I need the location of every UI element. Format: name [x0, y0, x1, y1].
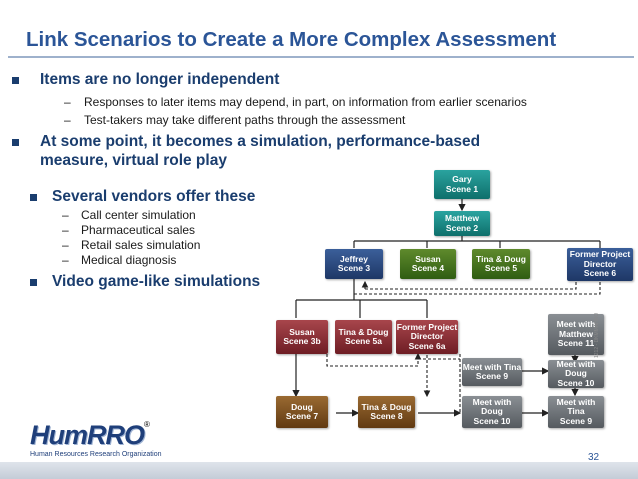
bullet-square-icon: [12, 77, 19, 84]
bullet-square-icon: [12, 139, 19, 146]
vendor-item: Call center simulation: [81, 208, 196, 222]
logo-wordmark: HumRRO: [30, 420, 145, 450]
sub-bullet-responses: Responses to later items may depend, in …: [84, 95, 527, 109]
dash-marker: –: [62, 238, 69, 252]
vendor-item: Medical diagnosis: [81, 253, 177, 267]
footer-bar: [0, 462, 638, 479]
vendor-item: Pharmaceutical sales: [81, 223, 196, 237]
sub-bullet-paths: Test-takers may take different paths thr…: [84, 113, 406, 127]
dash-marker: –: [62, 223, 69, 237]
bullet-vendors: Several vendors offer these: [52, 188, 256, 205]
bullet-simulation-line1: At some point, it becomes a simulation, …: [40, 133, 481, 150]
logo-subtitle: Human Resources Research Organization: [30, 451, 162, 458]
title-divider: [8, 56, 634, 58]
slide-title: Link Scenarios to Create a More Complex …: [26, 28, 557, 51]
vendor-item: Retail sales simulation: [81, 238, 201, 252]
bullet-simulation-line2: measure, virtual role play: [40, 152, 227, 169]
dash-marker: –: [62, 253, 69, 267]
logo-registered: ®: [144, 420, 150, 429]
dash-marker: –: [62, 208, 69, 222]
bullet-video-game: Video game-like simulations: [52, 273, 261, 290]
dash-marker: –: [64, 95, 71, 109]
bullet-square-icon: [30, 194, 37, 201]
page-number: 32: [588, 452, 600, 463]
dash-marker: –: [64, 113, 71, 127]
side-code: 1212 - DKMMAHRO: [594, 312, 600, 358]
humrro-logo: HumRRO® Human Resources Research Organiz…: [30, 420, 162, 458]
bullet-items-independent: Items are no longer independent: [40, 71, 280, 88]
bullet-square-icon: [30, 279, 37, 286]
